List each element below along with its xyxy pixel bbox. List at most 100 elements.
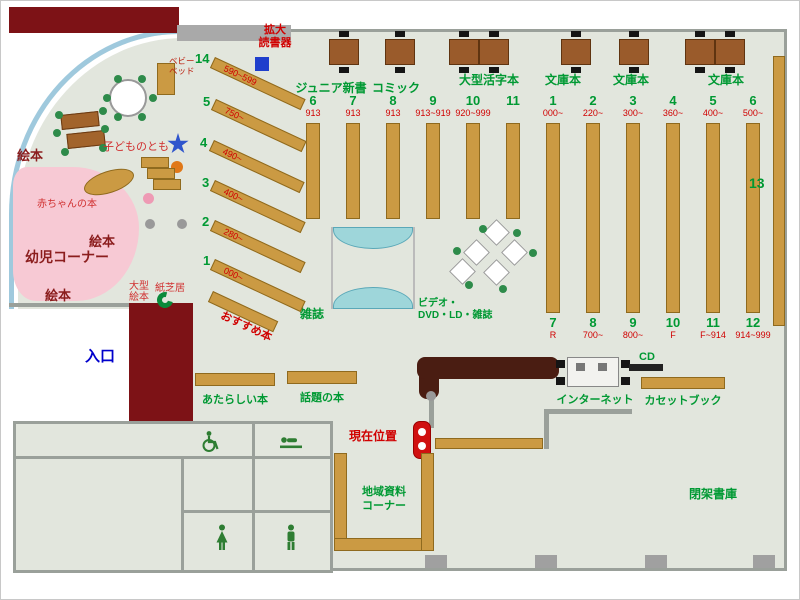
chair	[556, 377, 565, 385]
topic-books-shelf	[287, 371, 357, 384]
shelf-number: 3	[629, 93, 637, 108]
shelf-number: 4	[669, 93, 677, 108]
stool	[465, 281, 473, 289]
partition-wall	[544, 409, 632, 414]
toddler-corner-label: 幼児コーナー	[25, 249, 109, 265]
pillar	[535, 555, 557, 568]
shelf-number: 7	[549, 315, 557, 330]
category-bunko-2: 文庫本	[612, 73, 649, 87]
magnifier-label-line2: 読書器	[258, 37, 292, 49]
stool	[61, 148, 69, 156]
chair	[621, 377, 630, 385]
stool	[513, 229, 521, 237]
reading-table	[715, 39, 745, 65]
category-junior-shinsho: ジュニア新書	[295, 81, 367, 95]
stool	[499, 285, 507, 293]
pillar	[645, 555, 667, 568]
chair	[556, 360, 565, 368]
kodomo-no-tomo-label: 子どものとも	[103, 141, 169, 153]
pillar	[426, 391, 436, 401]
shelf-range: 400~	[702, 108, 724, 118]
stool	[55, 111, 63, 119]
room-wall	[16, 456, 330, 459]
bookshelf	[306, 123, 320, 219]
computer-monitor	[598, 363, 607, 371]
display-stand	[147, 168, 175, 179]
top-wall-maroon	[9, 7, 179, 33]
shelf-range: R	[549, 330, 557, 340]
kamishibai-label: 紙芝居	[155, 283, 185, 294]
partition-wall	[544, 409, 549, 449]
chair	[489, 67, 499, 73]
shelf-number: 11	[706, 315, 720, 330]
local-docs-shelf	[421, 453, 434, 551]
cassette-label: カセットブック	[644, 395, 722, 407]
chair	[571, 67, 581, 73]
category-bunko-1: 文庫本	[544, 73, 581, 87]
cd-shelf	[629, 364, 663, 371]
shelf-range: 914~999	[735, 330, 771, 340]
video-label-line2: DVD・LD・雑誌	[418, 310, 493, 321]
gate-shelf	[435, 438, 543, 449]
stool	[529, 249, 537, 257]
shelf-13-number: 13	[749, 175, 765, 191]
cd-label: CD	[639, 351, 655, 363]
internet-label: インターネット	[556, 394, 634, 406]
chair	[621, 360, 630, 368]
stool	[53, 129, 61, 137]
baby-bed-label-line1: ベビー	[169, 56, 195, 66]
wheelchair-icon	[200, 430, 222, 459]
large-picture-books-label-line2: 絵本	[129, 292, 149, 303]
video-label-line1: ビデオ・	[418, 298, 458, 309]
magnifier-reader-icon	[255, 57, 269, 71]
baby-changing-icon	[278, 434, 304, 457]
round-table	[109, 79, 147, 117]
bookshelf	[626, 123, 640, 313]
pillar	[177, 219, 187, 229]
picture-books-label: 絵本	[89, 234, 116, 249]
shelf-range: 913~919	[415, 108, 451, 118]
shelf-range: F	[670, 330, 676, 340]
reading-table	[479, 39, 509, 65]
shelf-range: 913	[345, 108, 361, 118]
bookshelf	[706, 123, 720, 313]
shelf-number: 5	[709, 93, 717, 108]
stool	[103, 94, 111, 102]
picture-books-label: 絵本	[45, 288, 72, 303]
bookshelf	[586, 123, 600, 313]
chair	[571, 31, 581, 37]
bookshelf-13	[773, 56, 785, 326]
magnifier-label-line1: 拡大	[264, 24, 286, 36]
diagonal-shelf-number: 3	[202, 175, 210, 190]
bookshelf	[426, 123, 440, 219]
reading-table	[561, 39, 591, 65]
shelf-range: 360~	[662, 108, 684, 118]
stool	[479, 225, 487, 233]
stool	[138, 75, 146, 83]
chair	[629, 67, 639, 73]
shelf-number: 6	[309, 93, 317, 108]
local-docs-label-line2: コーナー	[362, 500, 406, 512]
entrance-wall-maroon	[129, 303, 193, 425]
entrance-label: 入口	[85, 348, 116, 365]
chair	[459, 67, 469, 73]
reading-table	[449, 39, 479, 65]
new-books-label: あたらしい本	[202, 394, 268, 406]
stool	[99, 144, 107, 152]
shelf-range: 220~	[582, 108, 604, 118]
chair	[395, 31, 405, 37]
bookshelf	[546, 123, 560, 313]
service-counter	[417, 357, 559, 379]
pillar	[145, 219, 155, 229]
male-toilet-icon	[283, 524, 299, 556]
reading-table	[385, 39, 415, 65]
display-stand	[141, 157, 169, 168]
room-wall	[181, 456, 184, 570]
restroom-block	[13, 421, 333, 573]
baby-books-label: 赤ちゃんの本	[37, 199, 97, 210]
chair	[725, 31, 735, 37]
magazines-label: 雑誌	[299, 307, 324, 321]
current-location-label: 現在位置	[349, 429, 398, 443]
shelf-number: 12	[745, 315, 761, 330]
